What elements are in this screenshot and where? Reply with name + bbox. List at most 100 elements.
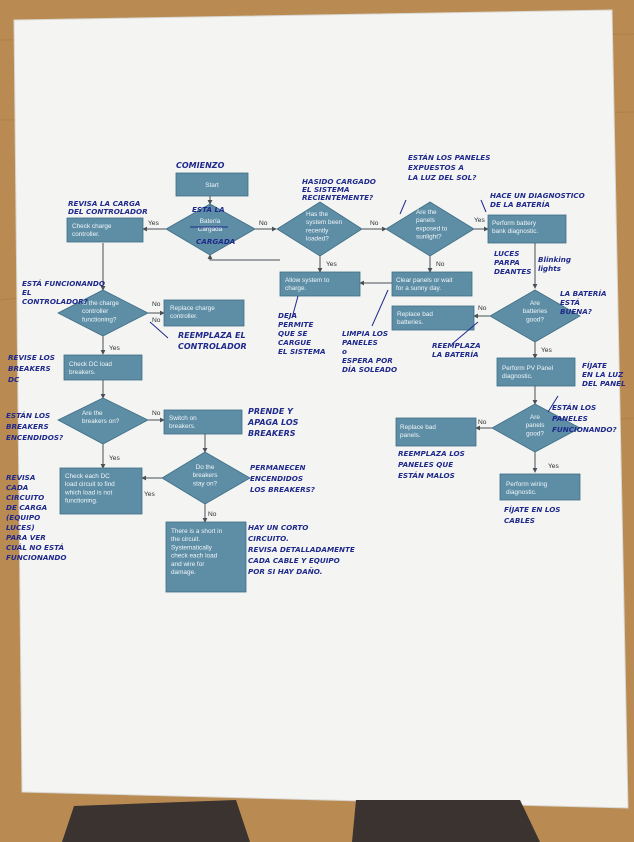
node-label-short-line: damage. (171, 569, 196, 576)
node-label-switch-on-line: Switch on (169, 415, 197, 422)
node-label-recently-loaded-line: Has the (306, 211, 328, 218)
node-label-panels-sunlight-line: panels (416, 217, 435, 224)
note-reemplaza-controlador-line: REEMPLAZA EL (178, 331, 246, 340)
node-label-batteries-good-line: batteries (523, 308, 548, 315)
note-limpia-line: ESPERA POR (342, 356, 393, 365)
note-reemplaza-bateria-line: REEMPLAZA (432, 341, 481, 350)
node-label-replace-panels-line: Replace bad (400, 424, 436, 431)
note-fijate-panel-line: EN LA LUZ (582, 370, 624, 379)
note-estan-paneles-line: LA LUZ DEL SOL? (408, 173, 476, 182)
process-boxes (59, 172, 581, 593)
node-label-controller-ok-line: controller (82, 308, 109, 315)
note-corto-line: REVISA DETALLADAMENTE (248, 545, 355, 554)
note-diagnostico-line: HACE UN DIAGNOSTICO (490, 191, 585, 200)
node-label-check-charge-line: controller. (72, 231, 100, 238)
note-bateria-buena-line: ESTÁ (560, 298, 580, 307)
note-deja-cargue-line: PERMITE (278, 320, 313, 329)
note-revisa-carga-line: REVISA LA CARGA (68, 199, 140, 208)
note-comienzo-line: COMIENZO (176, 161, 225, 170)
node-label-stay-on-line: Do the (196, 464, 215, 471)
node-label-pv-diag-line: Perform PV Panel (502, 365, 553, 372)
note-prende-line: PRENDE Y (248, 407, 294, 416)
node-label-battery-diag-line: bank diagnostic. (492, 228, 538, 235)
note-revisa-circuito-line: CIRCUITO (6, 493, 44, 502)
note-deja-cargue-line: EL SISTEMA (278, 347, 326, 356)
panels-sunlight-diamond (385, 201, 475, 257)
note-revise-breakers-line: REVISE LOS (8, 353, 55, 362)
note-fijate-cables-line: FÍJATE EN LOS (504, 505, 560, 514)
node-label-replace-panels-line: panels. (400, 432, 421, 439)
node-label-short-line: There is a short in (171, 528, 223, 535)
note-reemplaza-paneles-line: PANELES QUE (398, 460, 453, 469)
edge-labels: Yes No No Yes Yes No No No Yes No Yes No… (109, 217, 559, 518)
note-fijate-cables-line: CABLES (504, 516, 535, 525)
edge-label-yes: Yes (326, 261, 337, 268)
replace-controller-box (163, 299, 245, 327)
note-funcionando-line: ESTÁ FUNCIONANDO (22, 279, 105, 288)
panels-good-diamond (491, 403, 581, 453)
node-label-check-each-dc-line: Check each DC (65, 473, 110, 480)
node-label-short-line: and wire for (171, 561, 205, 568)
node-label-allow-charge-line: charge. (285, 285, 307, 292)
note-blinking-line: Blinking (538, 255, 571, 264)
node-label-wiring-diag-line: Perform wiring (506, 481, 548, 488)
node-label-panels-sunlight-line: exposed to (416, 225, 448, 232)
node-label-panels-good-line: Are (530, 414, 540, 421)
check-each-dc-box (59, 467, 143, 515)
note-breakers-encendidos-line: ENCENDIDOS? (6, 433, 63, 442)
note-permanecen-line: LOS BREAKERS? (250, 485, 315, 494)
note-reemplaza-paneles-line: ESTÁN MALOS (398, 471, 455, 480)
ink-stroke (547, 395, 559, 413)
note-limpia-line: LIMPIA LOS (342, 329, 388, 338)
edge-label-yes: Yes (148, 220, 159, 227)
node-label-replace-controller-line: Replace charge (170, 305, 215, 312)
check-dc-box (63, 354, 143, 381)
ink-arrow (291, 295, 299, 319)
node-label-allow-charge-line: Allow system to (285, 277, 330, 284)
note-bateria-buena-line: BUENA? (560, 307, 592, 316)
node-label-battery-charged-line: Batería (200, 218, 221, 225)
note-esta-la: ESTÁ LA (192, 205, 225, 214)
node-label-stay-on-line: stay on? (193, 480, 218, 487)
note-luces-line: PARPA (494, 258, 520, 267)
node-label-clear-panels-line: Clear panels or wait (396, 277, 453, 284)
note-funcionando-line: EL (22, 288, 32, 297)
batteries-good-diamond (489, 289, 581, 343)
ink-stroke (399, 199, 407, 215)
node-label-wiring-diag-line: diagnostic. (506, 489, 537, 496)
note-deja-cargue-line: QUE SE (278, 329, 308, 338)
node-label-batteries-good-line: Are (530, 300, 540, 307)
node-label-panels-good-line: panels (526, 422, 545, 429)
note-paneles-funcionando-line: PANELES (552, 414, 588, 423)
node-label-controller-ok-line: functioning? (82, 316, 117, 323)
note-corto-line: POR SI HAY DAÑO. (248, 567, 322, 576)
check-charge-box (66, 217, 144, 243)
right-shoe (352, 800, 540, 842)
note-ha-sido-line: EL SISTEMA (302, 185, 350, 194)
node-label-batteries-good-line: good? (526, 316, 544, 323)
note-limpia-line: o (342, 347, 347, 356)
note-revisa-circuito-line: DE CARGA (6, 503, 47, 512)
note-luces-line: DEANTES (494, 267, 531, 276)
note-cargada-line: CARGADA (196, 237, 235, 246)
note-revise-breakers-line: DC (8, 375, 20, 384)
note-fijate-panel-line: FÍJATE (582, 361, 607, 370)
